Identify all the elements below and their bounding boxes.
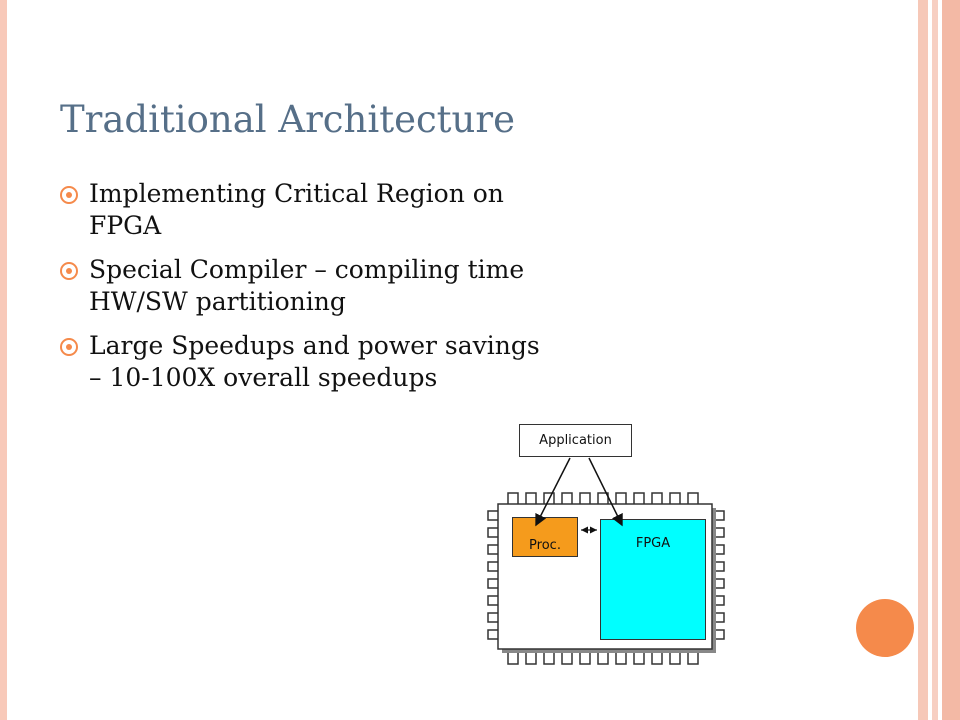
left-border-decoration (0, 0, 7, 720)
bullet-text: Implementing Critical Region on FPGA (89, 179, 504, 240)
bullet-text: Large Speedups and power savings – 10-10… (89, 331, 540, 392)
bullet-circle-icon (60, 186, 78, 204)
bullet-circle-icon (60, 262, 78, 280)
right-border-band (918, 0, 928, 720)
decorative-circle (856, 599, 914, 657)
bullet-item: Large Speedups and power savings – 10-10… (60, 330, 540, 394)
bullet-list: Implementing Critical Region on FPGA Spe… (60, 178, 540, 406)
right-border-band (942, 0, 960, 720)
bullet-item: Implementing Critical Region on FPGA (60, 178, 540, 242)
bullet-text: Special Compiler – compiling time HW/SW … (89, 255, 525, 316)
slide-title: Traditional Architecture (60, 98, 515, 141)
right-border-band (932, 0, 938, 720)
application-box: Application (519, 424, 632, 457)
bullet-circle-icon (60, 338, 78, 356)
fpga-box: FPGA (600, 519, 706, 640)
architecture-diagram: Application Proc. FPGA (480, 415, 740, 675)
processor-box: Proc. (512, 517, 578, 557)
bullet-item: Special Compiler – compiling time HW/SW … (60, 254, 540, 318)
